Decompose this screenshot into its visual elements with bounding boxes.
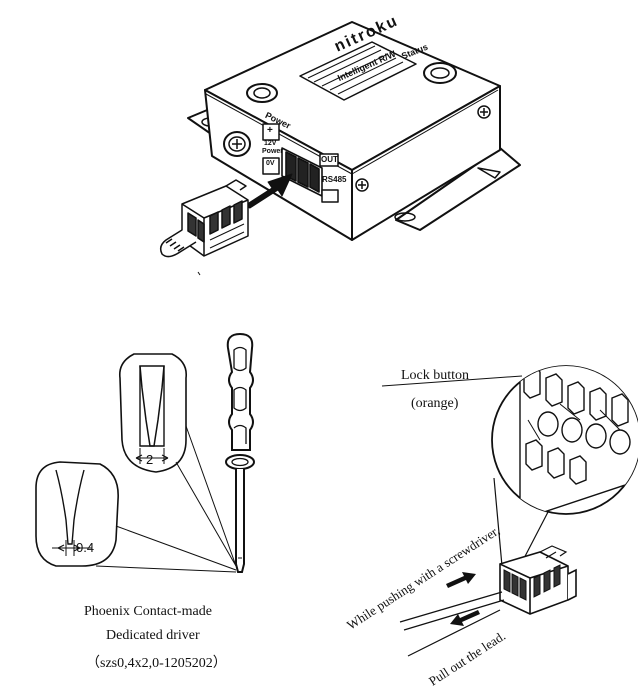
screwdriver-handle [226,332,254,451]
tip-width-value: 0.4 [76,540,95,555]
blade-width-value: 2 [146,452,154,467]
ground-screw-icon [223,131,251,157]
screwdriver-illustration [225,332,255,573]
terminal-plus-label: + [267,125,273,136]
cable [159,229,197,258]
insert-arrow-icon [243,173,293,209]
push-arrow-icon [446,572,476,588]
device-label-plate [299,41,417,101]
terminal-12v-label: 12V [264,140,277,147]
device-illustration [159,21,521,276]
terminal-0v-label: 0V [266,160,275,167]
terminal-block [281,147,323,197]
driver-caption-line3: （szs0,4x2,0-1205202） [86,656,227,671]
driver-caption-line1: Phoenix Contact-made [84,604,212,619]
screwdriver-ferrule [225,454,255,470]
terminal-rs485-label: RS485 [322,175,347,184]
lock-button-color-label: (orange) [411,396,459,411]
lead-wire [399,591,505,631]
pull-arrow-icon [450,610,480,626]
device-side-face [351,85,501,241]
lock-button-icon [523,366,629,427]
terminal-power-label: Power [262,148,284,155]
lock-button-pointer [381,375,523,387]
lock-button-label: Lock button [401,368,470,383]
tip-width-callout [35,461,237,573]
driver-caption-line2: Dedicated driver [106,628,200,643]
blade-width-callout [118,353,237,567]
terminal-out-label: OUT [321,155,338,164]
screw-icon [355,105,491,192]
power-led-icon [246,83,278,103]
connector-plug [181,179,249,257]
screwdriver-shaft [235,469,245,573]
connector-zoom-callout [381,365,638,567]
status-led-icon [423,62,457,84]
connector-detail [399,545,577,657]
lock-button-icon [525,439,587,485]
